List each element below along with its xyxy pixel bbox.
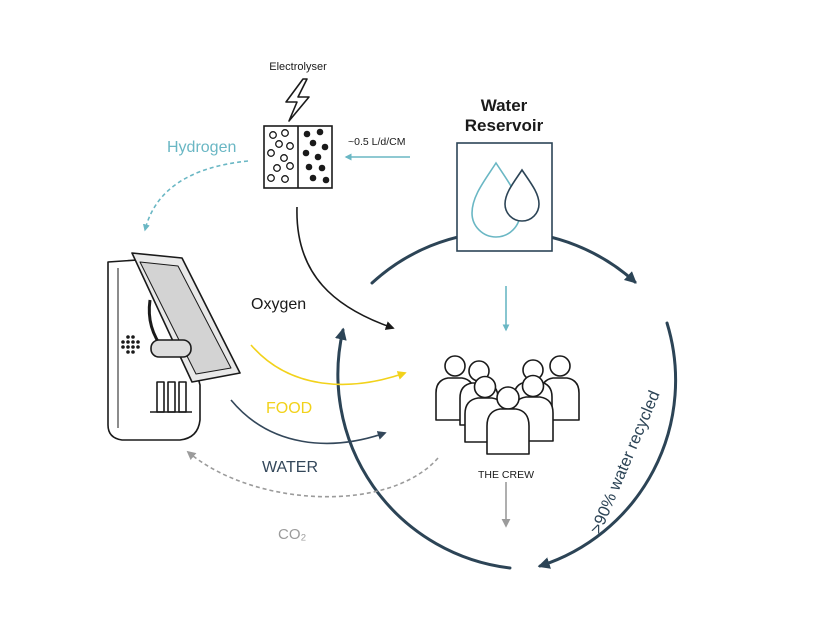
electrolyser: Electrolyser: [263, 61, 333, 189]
cycle-arc-right: [537, 321, 678, 569]
hydrogen-arrow: [142, 160, 249, 232]
cabinet-vent-icon: [121, 335, 140, 354]
food-label: FOOD: [266, 400, 312, 417]
water-drop-small-icon: [504, 168, 540, 222]
bioreactor-cabinet-icon: [107, 252, 241, 441]
food-arrow: [250, 344, 407, 386]
oxygen-label: Oxygen: [251, 296, 306, 313]
water-reservoir: [456, 142, 553, 252]
hydrogen-label: Hydrogen: [167, 139, 236, 156]
electrolyser-label: Electrolyser: [269, 61, 327, 73]
crew-member: [486, 386, 530, 455]
people-group-icon: [435, 355, 580, 455]
recycled-label: >90% water recycled: [587, 388, 664, 536]
crew-label: THE CREW: [478, 469, 534, 481]
oxygen-bubbles: [302, 128, 330, 184]
flow-rate-label: ~0.5 L/d/CM: [348, 136, 406, 148]
hydrogen-bubbles: [267, 129, 294, 183]
cycle-arc-left: [334, 327, 512, 570]
oxygen-arrow: [296, 206, 395, 330]
water-label: WATER: [262, 459, 318, 476]
lightning-bolt-icon: [285, 78, 310, 122]
water-reservoir-title: Water: [481, 96, 528, 115]
co2-label: CO₂: [278, 526, 307, 543]
water-reservoir-title-2: Reservoir: [465, 116, 544, 135]
co2-arrow: [186, 450, 439, 498]
water-arrow: [230, 399, 387, 445]
